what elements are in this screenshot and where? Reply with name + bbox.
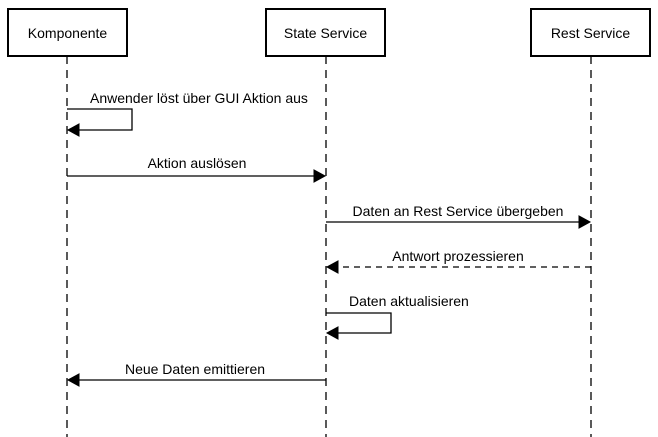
participant-state-service[interactable]: State Service <box>265 8 386 57</box>
message-emit-new-data[interactable]: Neue Daten emittieren <box>66 361 326 387</box>
message-label: Daten an Rest Service übergeben <box>353 203 564 219</box>
arrowhead-right-icon <box>313 169 327 183</box>
message-trigger-action[interactable]: Aktion auslösen <box>67 155 327 183</box>
participant-rest-service[interactable]: Rest Service <box>530 8 651 57</box>
participant-label: Rest Service <box>551 25 631 41</box>
message-label: Aktion auslösen <box>148 155 247 171</box>
message-label: Neue Daten emittieren <box>125 361 265 377</box>
participant-label: State Service <box>284 25 367 41</box>
message-label: Anwender löst über GUI Aktion aus <box>90 90 308 106</box>
message-update-data[interactable]: Daten aktualisieren <box>325 293 469 340</box>
message-user-triggers-action[interactable]: Anwender löst über GUI Aktion aus <box>66 90 308 137</box>
arrowhead-left-icon <box>66 123 80 137</box>
arrowhead-left-icon <box>66 373 80 387</box>
participant-label: Komponente <box>28 25 108 41</box>
arrowhead-left-icon <box>325 326 339 340</box>
arrowhead-right-icon <box>578 215 592 229</box>
message-label: Daten aktualisieren <box>349 293 469 309</box>
message-pass-data-to-rest[interactable]: Daten an Rest Service übergeben <box>326 203 592 229</box>
message-process-response[interactable]: Antwort prozessieren <box>325 248 591 274</box>
message-label: Antwort prozessieren <box>392 248 524 264</box>
arrowhead-left-icon <box>325 260 339 274</box>
participant-komponente[interactable]: Komponente <box>7 8 128 57</box>
